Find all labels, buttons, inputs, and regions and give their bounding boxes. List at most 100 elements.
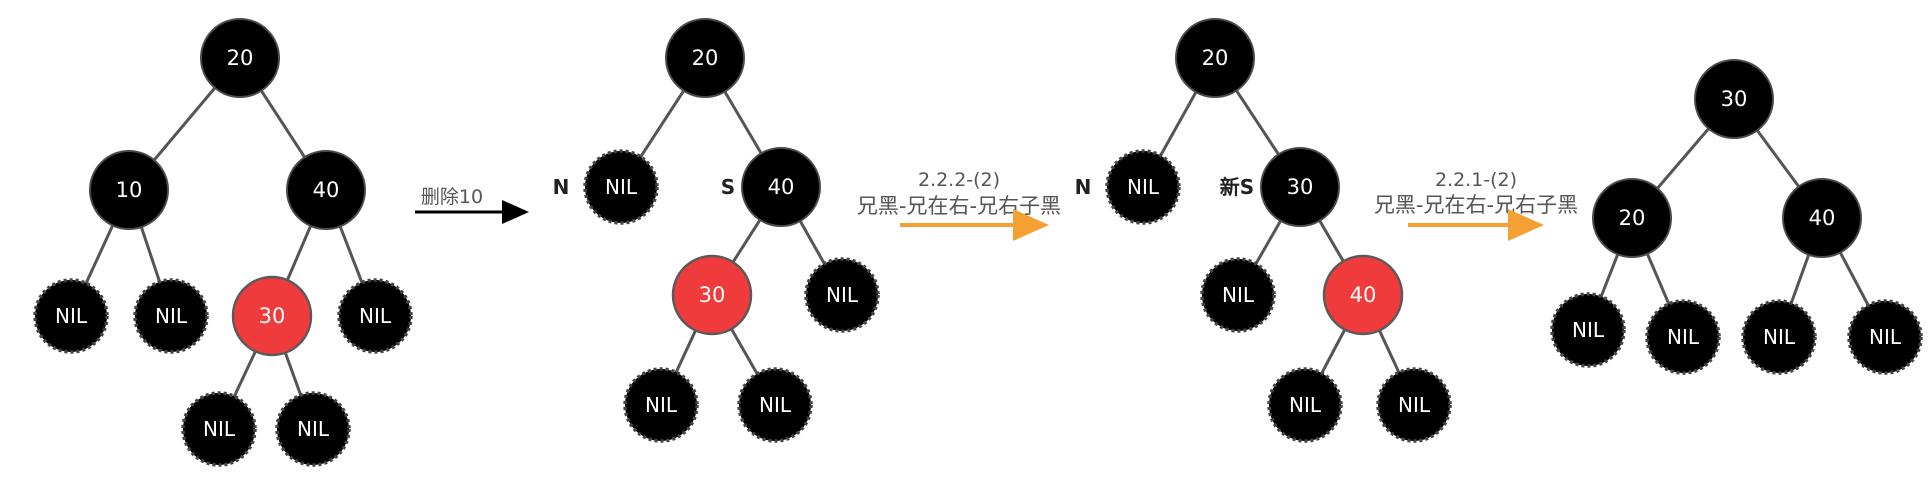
node-circle (200, 18, 280, 98)
node-circle (1550, 292, 1626, 368)
step-label: 2.2.1-(2) (1435, 169, 1517, 191)
red-node: 30 (231, 275, 313, 357)
node-label: 20 (227, 46, 254, 70)
nil-leaf-node: NIL (1847, 299, 1923, 375)
node-label: 40 (313, 178, 340, 202)
node-label: 40 (1809, 206, 1836, 230)
node-circle (1376, 367, 1452, 443)
node-label: NIL (1869, 325, 1902, 349)
node-label: NIL (605, 175, 638, 199)
node-label: NIL (155, 304, 188, 328)
black-node: 30 (1260, 147, 1340, 227)
node-label: NIL (1398, 393, 1431, 417)
node-circle (665, 18, 745, 98)
node-circle (671, 254, 753, 336)
node-circle (1645, 299, 1721, 375)
steps-layer: 删除102.2.2-(2)兄黑-兄在右-兄右子黑2.2.1-(2)兄黑-兄在右-… (415, 169, 1578, 241)
node-circle (275, 391, 351, 467)
node-circle (1694, 59, 1774, 139)
node-circle (1267, 367, 1343, 443)
node-label: 30 (259, 304, 286, 328)
node-label: NIL (1572, 318, 1605, 342)
nil-leaf-node: NIL (1267, 367, 1343, 443)
node-circle (1847, 299, 1923, 375)
node-circle (1260, 147, 1340, 227)
node-circle (737, 367, 813, 443)
red-node: 30 (671, 254, 753, 336)
nil-leaf-node: NIL (583, 149, 659, 225)
node-circle (231, 275, 313, 357)
node-role-tag: N (553, 175, 570, 199)
nil-leaf-node: NIL (737, 367, 813, 443)
node-label: 30 (699, 283, 726, 307)
nil-leaf-node: NIL (1550, 292, 1626, 368)
red-node: 40 (1322, 254, 1404, 336)
step-caption: 兄黑-兄在右-兄右子黑 (1374, 193, 1578, 217)
node-circle (133, 278, 209, 354)
nil-leaf-node: NIL (1741, 299, 1817, 375)
node-role-tag: N (1075, 175, 1092, 199)
step-label: 2.2.2-(2) (918, 169, 1000, 191)
node-label: 40 (1350, 283, 1377, 307)
nil-leaf-node: NIL (623, 367, 699, 443)
step-caption: 兄黑-兄在右-兄右子黑 (857, 194, 1061, 218)
node-circle (1592, 178, 1672, 258)
node-label: NIL (645, 393, 678, 417)
node-circle (623, 367, 699, 443)
node-circle (89, 150, 169, 230)
black-node: 40 (1782, 178, 1862, 258)
node-label: 30 (1721, 87, 1748, 111)
step-label: 删除10 (421, 186, 483, 208)
black-node: 20 (665, 18, 745, 98)
node-label: 10 (116, 178, 143, 202)
nil-leaf-node: NIL (337, 278, 413, 354)
node-circle (33, 278, 109, 354)
node-label: NIL (1763, 325, 1796, 349)
node-role-tag: S (721, 175, 735, 199)
node-label: NIL (1222, 283, 1255, 307)
node-circle (1322, 254, 1404, 336)
black-node: 30 (1694, 59, 1774, 139)
node-label: 20 (1619, 206, 1646, 230)
node-circle (1200, 257, 1276, 333)
node-label: NIL (297, 417, 330, 441)
node-label: NIL (1289, 393, 1322, 417)
transition-step: 2.2.2-(2) 兄黑-兄在右-兄右子黑 (857, 169, 1061, 241)
node-label: NIL (826, 283, 859, 307)
transition-step: 删除10 (415, 186, 529, 224)
nil-leaf-node: NIL (33, 278, 109, 354)
nil-leaf-node: NIL (1105, 149, 1181, 225)
nil-leaf-node: NIL (804, 257, 880, 333)
node-circle (1105, 149, 1181, 225)
black-node: 40 (286, 150, 366, 230)
black-node: 40 (741, 147, 821, 227)
node-label: NIL (1667, 325, 1700, 349)
node-role-tag: 新S (1220, 175, 1254, 199)
nil-leaf-node: NIL (181, 391, 257, 467)
nil-leaf-node: NIL (133, 278, 209, 354)
nil-leaf-node: NIL (1376, 367, 1452, 443)
black-node: 20 (1592, 178, 1672, 258)
node-circle (1175, 18, 1255, 98)
transition-step: 2.2.1-(2)兄黑-兄在右-兄右子黑 (1374, 169, 1578, 241)
node-circle (741, 147, 821, 227)
node-label: 40 (768, 175, 795, 199)
black-node: 20 (1175, 18, 1255, 98)
nil-leaf-node: NIL (1645, 299, 1721, 375)
node-label: 20 (1202, 46, 1229, 70)
node-circle (1782, 178, 1862, 258)
nil-leaf-node: NIL (1200, 257, 1276, 333)
node-label: NIL (203, 417, 236, 441)
black-node: 10 (89, 150, 169, 230)
node-circle (583, 149, 659, 225)
black-node: 20 (200, 18, 280, 98)
node-circle (804, 257, 880, 333)
node-label: 30 (1287, 175, 1314, 199)
node-label: NIL (759, 393, 792, 417)
node-circle (1741, 299, 1817, 375)
node-circle (181, 391, 257, 467)
node-circle (337, 278, 413, 354)
node-label: NIL (359, 304, 392, 328)
node-label: NIL (1127, 175, 1160, 199)
